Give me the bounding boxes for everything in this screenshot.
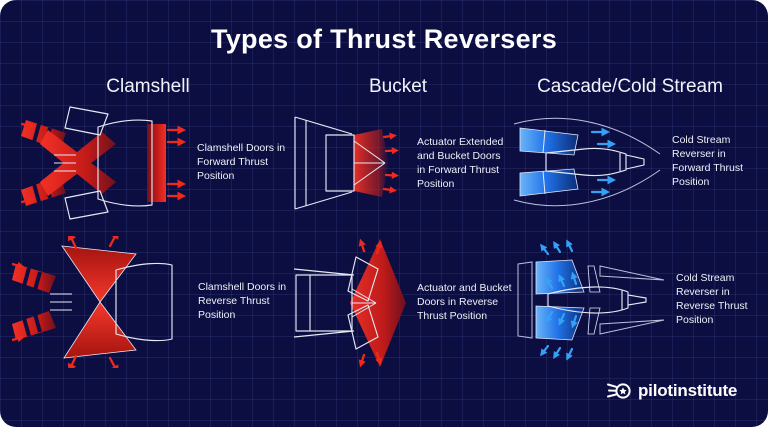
reverse-cold-arrow [553,240,562,254]
exhaust-arrow [166,125,186,135]
reverse-flow-arrow [108,356,119,368]
pilot-institute-logo: pilotinstitute [606,380,737,402]
cascade-reverse-label: Cold Stream Reverser in Reverse Thrust P… [676,272,748,326]
engine-outline [294,116,355,210]
exhaust-arrow [384,171,399,179]
reverse-flow-arrow [67,354,78,368]
exhaust-arrow [382,186,397,194]
reverse-flow-arrow [375,240,383,255]
reverse-cold-arrow [566,239,574,253]
cascade-reverse-panel: Cold Stream Reverser in Reverse Thrust P… [512,238,760,362]
engine-outline [115,262,173,342]
cold-stream-arrow [596,139,616,149]
cascade-reverse-diagram [517,239,665,361]
column-header-bucket: Bucket [368,76,428,97]
column-header-cascade: Cascade/Cold Stream [537,76,723,97]
reverse-cold-arrow [566,347,574,361]
clamshell-forward-panel: Clamshell Doors in Forward Thrust Positi… [20,102,287,224]
winged-star-icon [607,383,631,399]
cascade-forward-diagram [513,117,661,207]
bucket-reverse-panel: Actuator and Bucket Doors in Reverse Thr… [292,233,513,373]
reverse-cold-arrow [558,274,566,288]
bucket-reverse-diagram [293,238,406,368]
cold-stream-arrow [596,175,616,185]
clamshell-reverse-diagram [12,236,173,368]
cascade-forward-label: Cold Stream Reverser in Forward Thrust P… [672,134,743,188]
intake-arrow [12,261,25,269]
clamshell-reverse-label: Clamshell Doors in Reverse Thrust Positi… [198,281,287,321]
intake-arrow [20,121,35,129]
reverse-cold-arrow [558,312,566,326]
exhaust-arrow [384,147,399,155]
reverse-cold-arrow [539,344,550,357]
reverse-flow-arrow [358,353,366,368]
reverse-cold-arrow [553,346,562,360]
engine-core-outline [547,286,647,314]
logo-text: pilotinstitute [638,381,738,400]
engine-core-outline [545,147,645,177]
bucket-forward-panel: Actuator Extended and Bucket Doors in Fo… [292,105,511,223]
reverse-cold-arrow [570,314,578,329]
exhaust-arrow [166,191,186,201]
reverse-flow-arrow [375,351,383,366]
reverse-cold-arrow [545,310,554,324]
intake-arrow [12,335,25,343]
engine-outline [64,106,153,220]
cascade-forward-panel: Cold Stream Reverser in Forward Thrust P… [512,108,754,216]
intake-arrow [20,197,35,205]
reverse-cold-arrow [545,276,554,290]
reverse-flow-arrow [358,238,366,253]
reverse-cold-arrow [539,243,550,256]
exhaust-arrow [166,137,186,147]
cold-stream-arrow [590,187,610,197]
cold-stream-arrow [590,127,610,137]
bucket-forward-label: Actuator Extended and Bucket Doors in Fo… [417,136,504,190]
page-title: Types of Thrust Reversers [210,24,558,54]
exhaust-arrow [382,132,397,140]
reverse-cold-arrow [570,271,578,286]
clamshell-forward-diagram [20,106,186,220]
bucket-reverse-label: Actuator and Bucket Doors in Reverse Thr… [417,282,512,322]
reverse-flow-arrow [108,236,119,248]
reverse-flow-arrow [67,236,78,250]
bucket-forward-diagram [294,116,399,210]
clamshell-reverse-panel: Clamshell Doors in Reverse Thrust Positi… [12,236,288,368]
clamshell-forward-label: Clamshell Doors in Forward Thrust Positi… [197,142,286,182]
column-header-clamshell: Clamshell [106,76,190,97]
exhaust-arrow [166,179,186,189]
